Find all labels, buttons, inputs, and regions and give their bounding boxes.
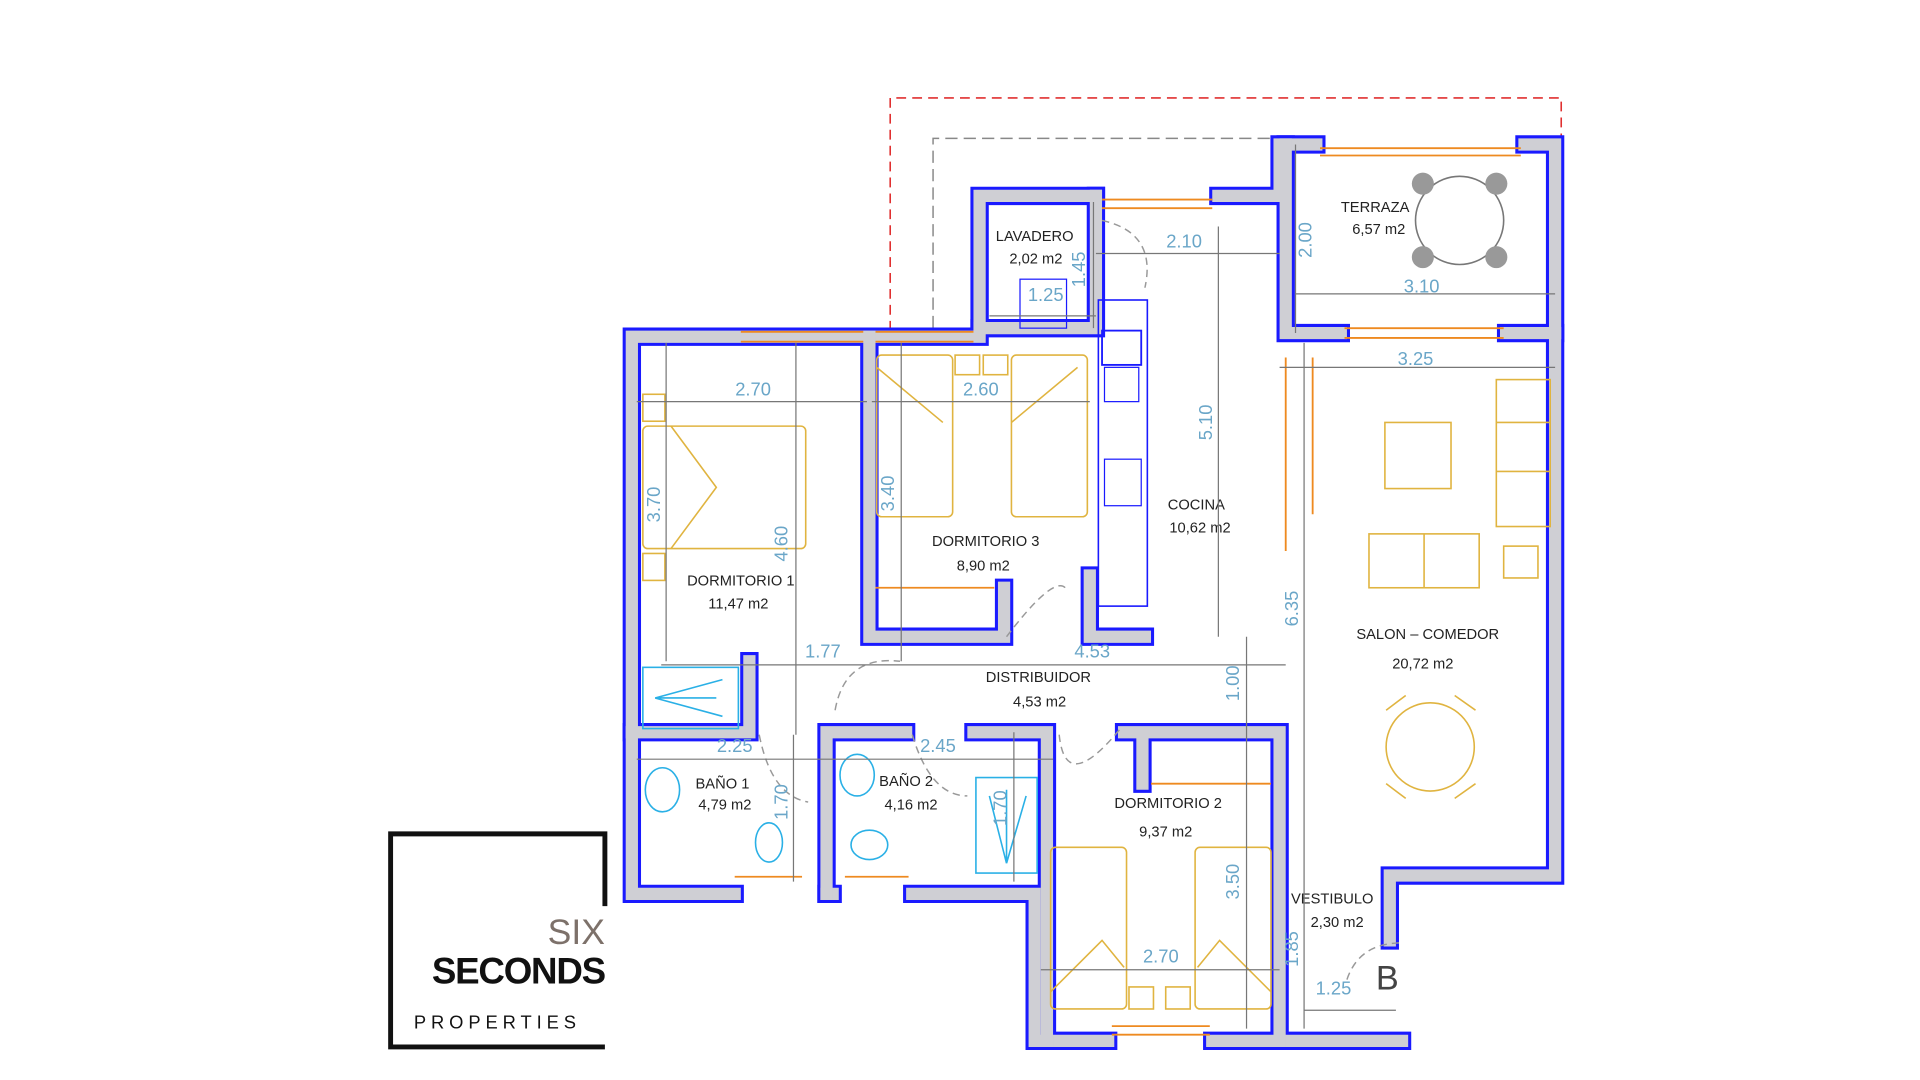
shower: [642, 666, 740, 730]
coffee-table: [1384, 421, 1452, 490]
room-area: 2,30 m2: [1311, 915, 1364, 931]
sanitary: [642, 666, 1038, 874]
dimension-label: 4.60: [770, 526, 791, 562]
shower: [975, 776, 1038, 874]
dimension-label: 3.50: [1222, 864, 1243, 900]
sofa: [1495, 378, 1551, 528]
toilet: [850, 829, 889, 861]
room-labels: LAVADERO 2,02 m2 TERRAZA 6,57 m2 COCINA …: [687, 200, 1499, 931]
logo-properties: PROPERTIES: [414, 1012, 581, 1033]
room-area: 4,16 m2: [884, 797, 937, 813]
dimension-label: 1.45: [1068, 252, 1089, 288]
dimension-label: 1.70: [990, 790, 1011, 826]
room-area: 2,02 m2: [1009, 251, 1062, 267]
sink: [644, 766, 681, 813]
dimension-label: 1.77: [805, 641, 841, 662]
bed-single: [1010, 354, 1089, 518]
room-area: 9,37 m2: [1139, 824, 1192, 840]
dimension-label: 2.25: [717, 735, 753, 756]
dimension-label: 3.70: [643, 487, 664, 523]
room-name: DORMITORIO 3: [932, 534, 1039, 550]
logo-six: SIX: [548, 912, 605, 952]
terrace-table: [1414, 175, 1505, 266]
dimension-label: 1.70: [770, 784, 791, 820]
entrance-mark: B: [1376, 959, 1399, 997]
bed-single: [1049, 846, 1128, 1010]
kitchen-counter: [1097, 299, 1149, 607]
dining-table: [1385, 702, 1476, 792]
dimension-label: 6.35: [1281, 591, 1302, 627]
room-name: VESTIBULO: [1291, 892, 1373, 908]
room-area: 4,53 m2: [1013, 695, 1066, 711]
dimension-label: 2.70: [1143, 945, 1179, 966]
room-area: 10,62 m2: [1169, 521, 1230, 537]
sink: [839, 753, 876, 797]
roof-line: [932, 137, 1280, 329]
windows: [734, 147, 1521, 1036]
dimension-label: 5.10: [1195, 405, 1216, 441]
dimension-labels: 2.10 1.45 1.25 2.00 3.10 3.25 2.70 2.60 …: [643, 222, 1439, 998]
doors: [758, 219, 1403, 980]
room-name: COCINA: [1168, 497, 1225, 513]
room-area: 4,79 m2: [698, 797, 751, 813]
company-logo: SIX SECONDS PROPERTIES: [388, 831, 608, 1050]
room-name: LAVADERO: [996, 229, 1074, 245]
room-name: DORMITORIO 1: [687, 573, 794, 589]
room-area: 20,72 m2: [1392, 657, 1453, 673]
room-name: SALON – COMEDOR: [1356, 627, 1499, 643]
dimension-lines: [636, 144, 1556, 1029]
dimension-label: 1.25: [1316, 977, 1352, 998]
dimension-label: 2.60: [963, 379, 999, 400]
dimension-label: 1.25: [1028, 284, 1064, 305]
room-name: TERRAZA: [1341, 200, 1410, 216]
logo-seconds: SECONDS: [432, 950, 606, 991]
dimension-label: 3.10: [1404, 276, 1440, 297]
dimension-label: 3.40: [877, 476, 898, 512]
dimension-label: 1.00: [1222, 665, 1243, 701]
toilet: [754, 822, 784, 863]
furniture: [642, 172, 1551, 1010]
room-name: BAÑO 1: [696, 776, 750, 793]
dimension-label: 2.10: [1166, 230, 1202, 251]
bed-single: [1194, 846, 1272, 1010]
dimension-label: 2.70: [735, 379, 771, 400]
room-name: BAÑO 2: [879, 773, 933, 790]
room-area: 11,47 m2: [708, 597, 768, 613]
room-area: 8,90 m2: [957, 559, 1010, 575]
plot-boundary: [889, 97, 1563, 883]
dimension-label: 1.85: [1281, 931, 1302, 967]
bed-single: [875, 354, 954, 518]
room-name: DORMITORIO 2: [1114, 796, 1221, 812]
dimension-label: 4.53: [1074, 641, 1110, 662]
room-name: DISTRIBUIDOR: [986, 670, 1091, 686]
walls: [622, 135, 1565, 1050]
room-area: 6,57 m2: [1352, 222, 1405, 238]
dimension-label: 3.25: [1398, 348, 1434, 369]
bed-double: [642, 425, 807, 550]
dimension-label: 2.45: [920, 735, 956, 756]
dimension-label: 2.00: [1294, 222, 1315, 258]
